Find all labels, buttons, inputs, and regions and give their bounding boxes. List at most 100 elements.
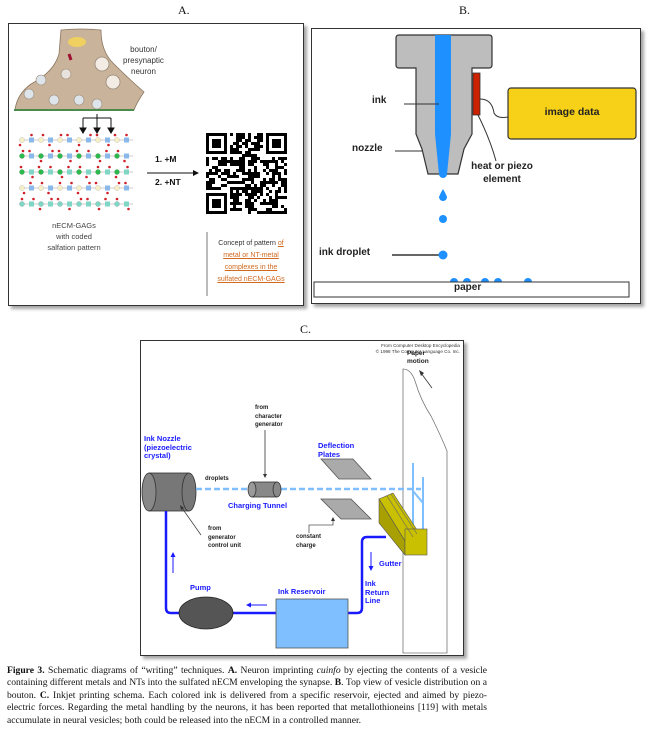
qr-module [272,184,275,187]
qr-module [281,160,284,163]
concept-link[interactable]: of [277,240,284,247]
qr-module [269,160,272,163]
qr-module [236,139,239,142]
concept-link[interactable]: ated nECM-GAGs [228,276,285,283]
qr-module [233,205,236,208]
qr-module [263,211,266,214]
qr-module [242,163,245,166]
qr-module [224,169,227,172]
sulfate-group [116,149,120,153]
qr-module [242,178,245,181]
ink-droplet [438,250,448,260]
qr-module [245,190,248,193]
qr-module [248,163,251,166]
qr-module [275,163,278,166]
qr-module [236,199,239,202]
sugar-unit [105,185,110,191]
sulfate-group [86,197,89,201]
constant-charge-arrowhead [331,517,335,521]
charging-tunnel [247,481,282,498]
qr-module [263,169,266,172]
qr-module [260,133,263,136]
qr-module [257,133,260,136]
qr-module [248,196,251,199]
sulfate-group [38,207,42,211]
panel-c: From Computer Desktop Encyclopedia © 199… [140,340,464,656]
qr-module [236,148,239,151]
qr-module [251,157,254,160]
return-line: Return [365,587,390,597]
qr-module [251,163,254,166]
qr-module [275,160,278,163]
ink-drop-forming [439,170,447,178]
qr-module [260,145,263,148]
qr-module [230,145,233,148]
qr-module [236,202,239,205]
qr-module [212,178,215,181]
sulfate-group [39,159,43,163]
qr-module [284,169,287,172]
qr-module [239,169,242,172]
caption-panel-ref: A. [227,665,238,676]
qr-module [260,187,263,190]
panel-c-diagram [141,368,448,654]
pump-label: Pump [190,583,211,592]
neuron-label-line: bouton/ [130,45,157,54]
qr-module [230,193,233,196]
sugar-unit [67,169,72,175]
qr-module [284,187,287,190]
qr-module [266,187,269,190]
sugar-unit [114,137,120,143]
concept-link[interactable]: complexes in the [224,264,278,271]
qr-module [236,142,239,145]
qr-module [236,193,239,196]
sulfate-group [89,133,92,137]
qr-module [281,196,284,199]
qr-module [284,211,287,214]
sugar-unit [105,169,110,175]
flow-arrowhead [368,566,374,571]
sugar-unit [19,185,25,191]
sugar-unit [86,153,91,159]
qr-module [272,178,275,181]
sugar-unit [67,185,72,191]
credit-line: From Computer Desktop Encyclopedia © 199… [376,343,460,355]
qr-module [230,148,233,151]
sugar-unit [114,185,120,191]
sulfate-group [49,165,52,169]
qr-module [230,160,233,163]
qr-module [212,157,215,160]
qr-module [260,184,263,187]
receptor-mark [67,53,73,61]
heat-label-line: element [483,174,521,185]
caption-text: Inkjet printing schema. Each colored ink… [7,689,487,726]
sugar-unit [57,137,63,143]
gen-control-arrowhead [180,505,184,510]
sugar-unit [86,185,91,191]
heat-pointer [477,114,497,162]
qr-module [275,181,278,184]
qr-module [278,172,281,175]
sugar-unit [19,137,25,143]
release-arrows [79,114,115,134]
sugar-unit [76,185,82,191]
caption-panel-ref: B [334,677,342,689]
qr-module [230,157,233,160]
ink-nozzle-line: crystal) [144,451,171,460]
paper-motion-arrow [420,372,433,389]
sulfate-group [123,159,126,163]
qr-module [236,163,239,166]
qr-module [218,187,221,190]
credit-line-1: From Computer Desktop Encyclopedia [381,343,460,348]
sugar-unit [57,153,63,159]
sugar-unit [57,201,63,207]
sulfate-group [59,133,63,137]
qr-module [239,133,242,136]
sulfate-group [88,181,91,185]
qr-module [230,133,233,136]
paper-motion-label: Paper motion [407,350,429,366]
concept-link[interactable]: sulf [217,276,229,283]
qr-module [272,157,275,160]
concept-link[interactable]: metal or NT-metal [223,252,279,259]
gutter-label: Gutter [379,559,402,568]
